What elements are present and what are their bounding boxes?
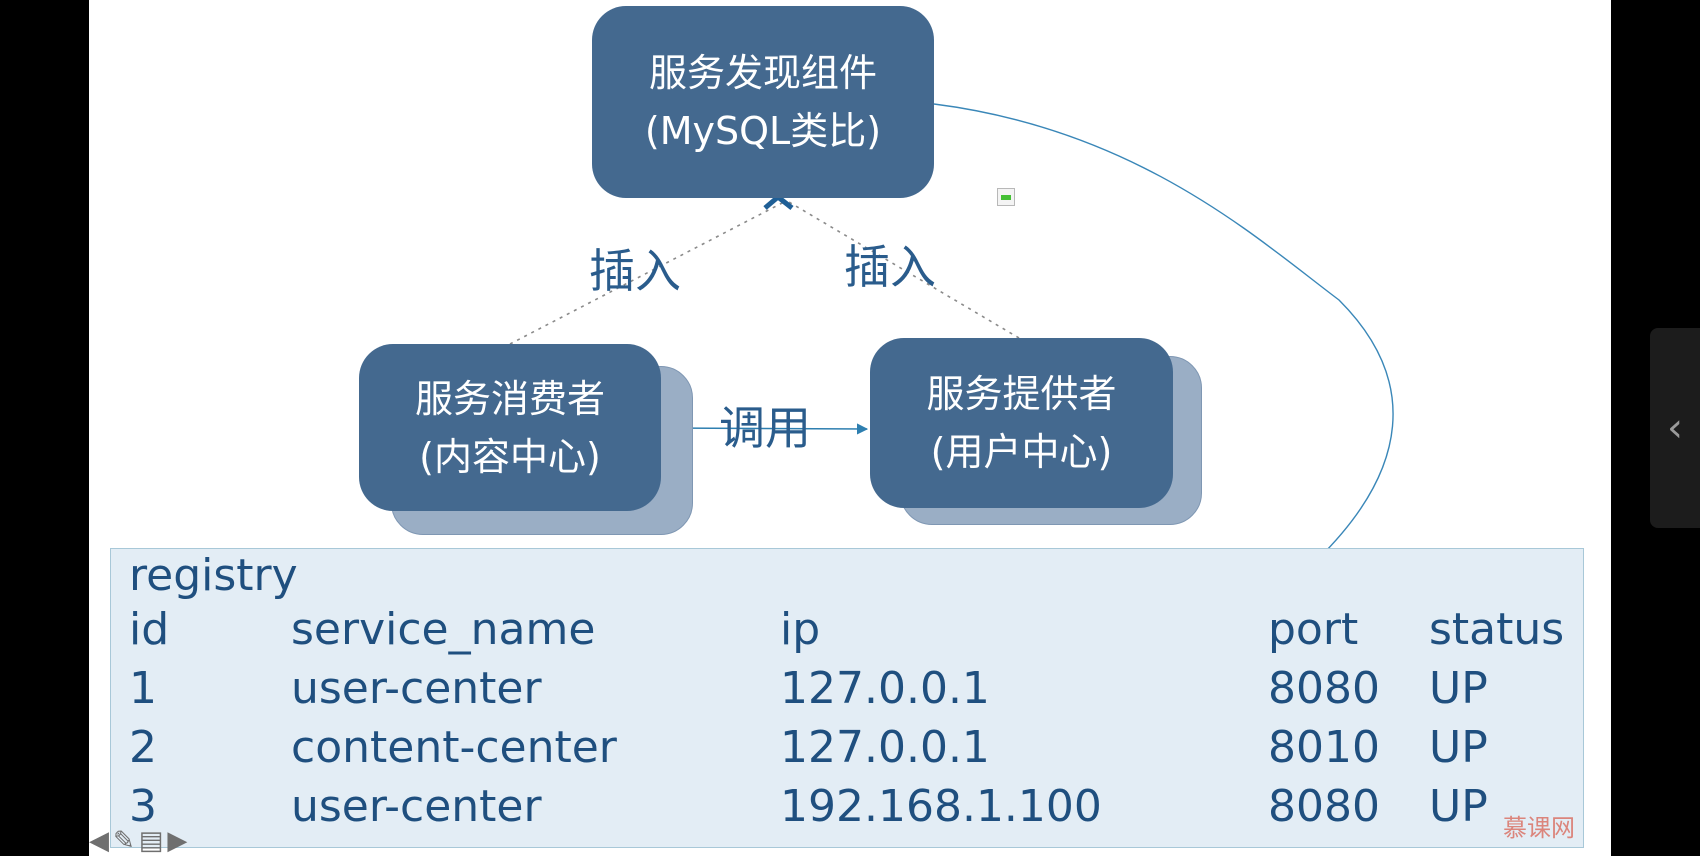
column-header-status: status	[1429, 604, 1565, 655]
cell-service-name: user-center	[291, 781, 542, 832]
service-consumer-title: 服务消费者	[414, 376, 605, 421]
pen-icon[interactable]: ✎	[113, 826, 135, 856]
notes-icon[interactable]: ▤	[138, 826, 164, 856]
registry-header-row: id service_name ip port status	[111, 601, 1583, 659]
cell-id: 1	[129, 663, 157, 714]
forward-arrow-icon[interactable]: ▶	[167, 826, 188, 856]
registry-title: registry	[129, 550, 298, 601]
chevron-left-icon: ‹	[1667, 405, 1683, 451]
registry-link-curve	[933, 103, 1394, 561]
call-label: 调用	[719, 401, 811, 455]
cell-port: 8080	[1268, 663, 1380, 714]
table-row: 2 content-center 127.0.0.1 8010 UP	[111, 719, 1583, 777]
watermark-logo: 慕课网	[1503, 814, 1575, 842]
slide: 服务发现组件 (MySQL类比) 服务消费者 (内容中心) 服务提供者 (用户中…	[89, 0, 1611, 856]
collapse-icon[interactable]	[997, 188, 1015, 206]
table-row: 3 user-center 192.168.1.100 8080 UP	[111, 778, 1583, 836]
cell-id: 2	[129, 722, 157, 773]
service-provider-subtitle: (用户中心)	[930, 430, 1113, 474]
cell-port: 8080	[1268, 781, 1380, 832]
service-consumer-node: 服务消费者 (内容中心)	[359, 344, 661, 511]
slide-player-controls: ◀ ✎ ▤ ▶	[89, 826, 187, 856]
table-row: 1 user-center 127.0.0.1 8080 UP	[111, 660, 1583, 718]
cell-id: 3	[129, 781, 157, 832]
cell-status: UP	[1429, 663, 1488, 714]
column-header-id: id	[129, 604, 170, 655]
call-connector	[660, 423, 869, 435]
service-provider-node: 服务提供者 (用户中心)	[870, 338, 1173, 508]
cell-ip: 192.168.1.100	[780, 781, 1102, 832]
side-panel-toggle[interactable]: ‹	[1650, 328, 1700, 528]
service-discovery-subtitle: (MySQL类比)	[644, 109, 882, 153]
registry-table: registry id service_name ip port status …	[110, 548, 1584, 848]
service-discovery-node: 服务发现组件 (MySQL类比)	[592, 6, 934, 198]
cell-status: UP	[1429, 781, 1488, 832]
consumer-insert-label: 插入	[589, 244, 681, 298]
consumer-insert-connector	[509, 201, 785, 345]
cell-service-name: user-center	[291, 663, 542, 714]
column-header-port: port	[1268, 604, 1359, 655]
column-header-ip: ip	[780, 604, 821, 655]
service-provider-title: 服务提供者	[926, 372, 1117, 416]
cell-ip: 127.0.0.1	[780, 722, 990, 773]
insert-arrowhead	[763, 194, 794, 210]
cell-ip: 127.0.0.1	[780, 663, 990, 714]
cell-status: UP	[1429, 722, 1488, 773]
service-consumer-subtitle: (内容中心)	[419, 434, 601, 479]
cell-service-name: content-center	[291, 722, 617, 773]
provider-insert-label: 插入	[844, 240, 936, 294]
cell-port: 8010	[1268, 722, 1380, 773]
column-header-service-name: service_name	[291, 604, 596, 655]
back-arrow-icon[interactable]: ◀	[89, 826, 109, 856]
service-discovery-title: 服务发现组件	[648, 51, 877, 95]
